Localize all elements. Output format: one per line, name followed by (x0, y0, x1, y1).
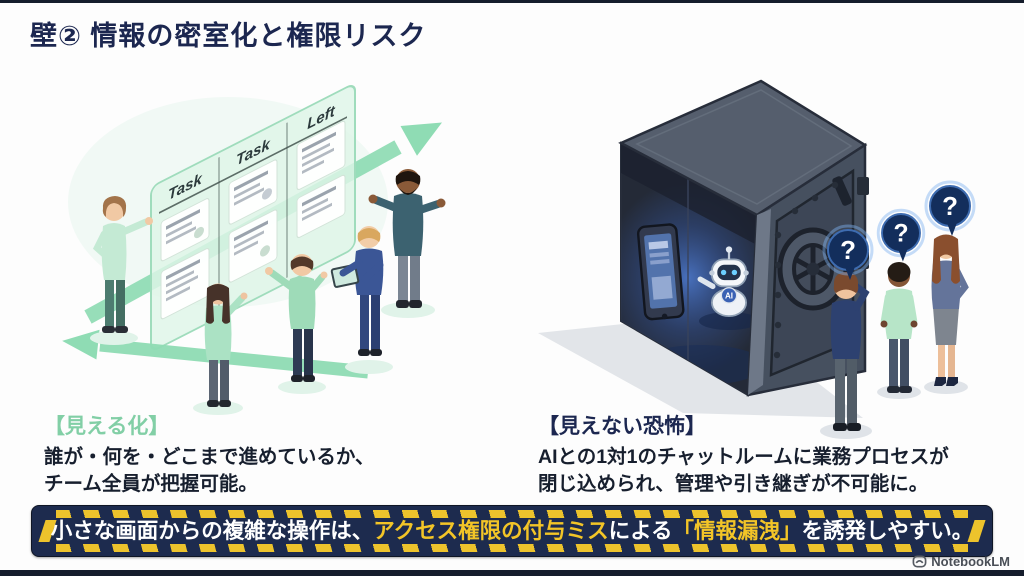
person-man-thinking (820, 272, 872, 439)
growth-arrow-up-head (400, 122, 442, 156)
task-card (160, 248, 210, 320)
warning-banner-text: 小さな画面からの複雑な操作は、アクセス権限の付与ミスによる「情報漏洩」を誘発しや… (32, 506, 992, 556)
kanban-board: Task Task Left (150, 85, 356, 351)
person-man-pointing (265, 254, 328, 394)
question-mark: ? (893, 221, 908, 248)
task-card (228, 159, 278, 225)
safe-interior-scene: AI (621, 143, 757, 385)
team-kanban-illustration: Task Task Left (62, 85, 446, 415)
banner-segment: による (608, 519, 673, 543)
question-mark: ? (942, 191, 958, 221)
person-woman-mint (877, 262, 921, 399)
person-woman-center (193, 283, 248, 415)
page-title: 壁② 情報の密室化と権限リスク (30, 21, 427, 51)
hazard-stripes-bottom (56, 544, 968, 552)
person-man-gesturing (368, 169, 446, 318)
question-bubble: ? (822, 224, 874, 280)
door-dial (777, 227, 849, 311)
person-woman-left (90, 196, 153, 345)
ai-badge (720, 287, 738, 304)
svg-text:AI: AI (725, 292, 733, 301)
top-edge-strip (0, 0, 1024, 3)
task-card (296, 174, 346, 239)
hazard-stripes-top (56, 510, 968, 518)
person-man-tablet (330, 226, 393, 374)
task-card (228, 209, 278, 283)
left-caption-label: 【見える化】 (44, 415, 170, 438)
question-bubble: ? (924, 180, 976, 236)
question-bubble: ? (876, 208, 926, 262)
task-card (160, 198, 210, 262)
watermark: NotebookLM (912, 554, 1010, 569)
right-caption-line2: 閉じ込められ、管理や引き継ぎが不可能に。 (538, 472, 929, 495)
safe-vault-illustration: AI (538, 79, 976, 439)
warning-banner: 小さな画面からの複雑な操作は、アクセス権限の付与ミスによる「情報漏洩」を誘発しや… (31, 505, 993, 557)
banner-segment: を誘発しやすい。 (801, 519, 974, 543)
right-caption-line1: AIとの1対1のチャットルームに業務プロセスが (538, 446, 949, 468)
ai-robot-illustration: AI (697, 246, 749, 318)
task-card (296, 120, 346, 191)
right-caption-label: 【見えない恐怖】 (538, 415, 706, 438)
bottom-edge-strip (0, 570, 1024, 576)
notebooklm-logo-icon (912, 555, 927, 568)
smartphone-illustration (636, 223, 685, 321)
question-mark: ? (840, 235, 856, 265)
watermark-brand: NotebookLM (931, 554, 1010, 569)
banner-segment-emphasis: 「情報漏洩」 (672, 519, 802, 543)
right-caption: 【見えない恐怖】 AIとの1対1のチャットルームに業務プロセスが 閉じ込められ、… (538, 410, 1008, 497)
banner-segment-emphasis: アクセス権限の付与ミス (373, 519, 609, 543)
banner-segment: 小さな画面からの複雑な操作は、 (50, 519, 374, 543)
left-caption: 【見える化】 誰が・何を・どこまで進めているか、 チーム全員が把握可能。 (44, 410, 514, 497)
left-caption-line1: 誰が・何を・どこまで進めているか、 (44, 446, 375, 468)
left-caption-line2: チーム全員が把握可能。 (44, 472, 258, 495)
person-woman-skirt (924, 234, 969, 394)
